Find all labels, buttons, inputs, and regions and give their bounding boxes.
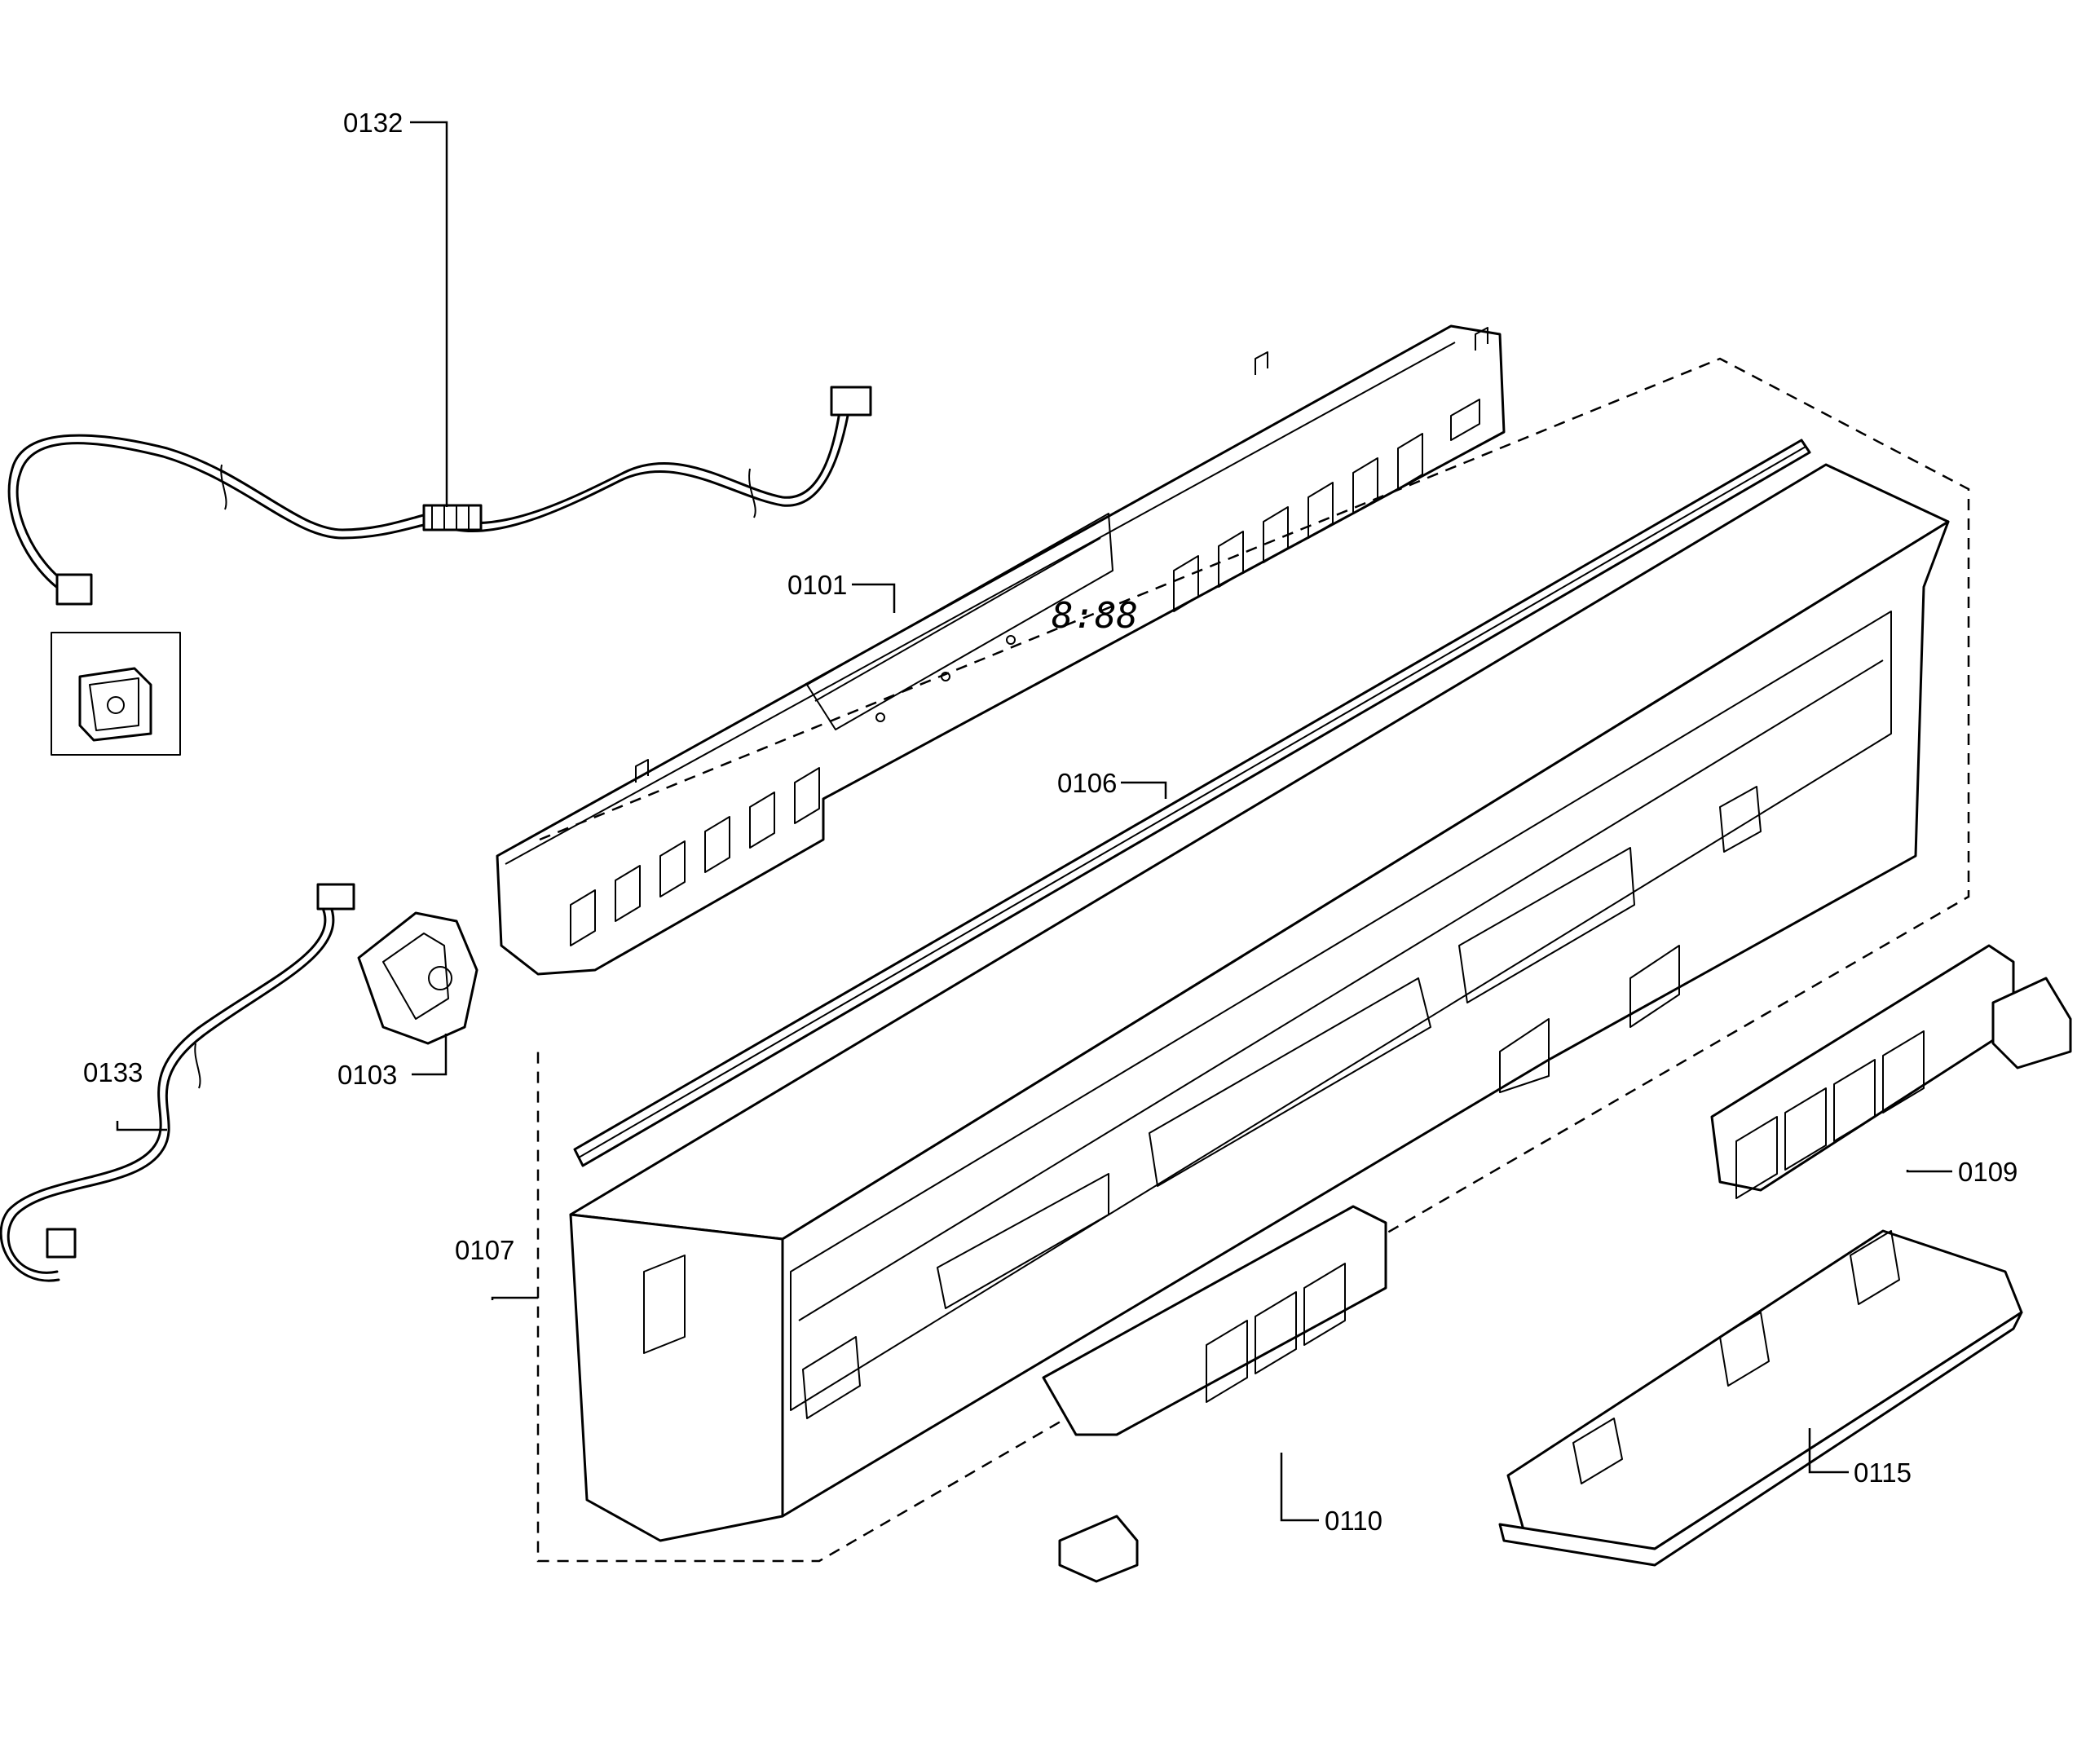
callout-labels: 0132 0101 0106 0103 0133 0107 0109 0110 … bbox=[83, 108, 2017, 1536]
callout-0109: 0109 bbox=[1958, 1157, 2017, 1187]
panel-housing-0107 bbox=[569, 463, 1950, 1542]
button-strip-0110 bbox=[1042, 1205, 1387, 1583]
wire-harness-0132 bbox=[7, 386, 872, 606]
callout-leaders bbox=[116, 121, 1952, 1522]
wire-harness-0133 bbox=[0, 883, 355, 1282]
callout-0107: 0107 bbox=[455, 1235, 514, 1265]
seal-strip-0106 bbox=[573, 439, 1811, 1167]
callout-0103: 0103 bbox=[337, 1060, 397, 1090]
assembly-boundary-dashed bbox=[536, 357, 1970, 1563]
callout-0133: 0133 bbox=[83, 1057, 143, 1087]
switch-connector-0103 bbox=[357, 911, 478, 1045]
button-strip-0109 bbox=[1710, 944, 2072, 1199]
callout-0101: 0101 bbox=[787, 570, 847, 600]
callout-0106: 0106 bbox=[1057, 768, 1117, 798]
cover-0115 bbox=[1498, 1229, 2023, 1567]
callout-0110: 0110 bbox=[1325, 1506, 1382, 1536]
connector-detail-inset bbox=[51, 632, 181, 756]
callout-0115: 0115 bbox=[1854, 1458, 1912, 1488]
callout-0132: 0132 bbox=[343, 108, 403, 138]
control-module-0101: 8:88 bbox=[496, 324, 1506, 976]
